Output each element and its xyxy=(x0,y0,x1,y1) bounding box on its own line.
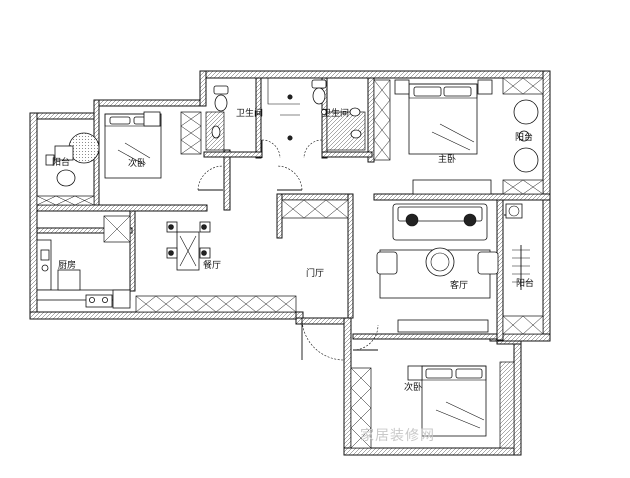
room-label-bedroom-second-top: 次卧 xyxy=(128,157,146,169)
room-label-balcony-living: 阳台 xyxy=(516,277,534,289)
wardrobe-master xyxy=(373,79,391,161)
balcony-railing-bottom xyxy=(499,361,515,449)
room-label-bedroom-second-bottom: 次卧 xyxy=(404,381,422,393)
balcony-living-furniture xyxy=(505,203,530,290)
wardrobe-second-bottom xyxy=(350,367,372,449)
bed-second-top xyxy=(104,111,162,179)
room-label-kitchen: 厨房 xyxy=(58,259,76,271)
bathroom-fixtures xyxy=(211,78,362,141)
room-label-dining: 餐厅 xyxy=(203,259,221,271)
kitchen-fixtures xyxy=(36,239,131,309)
cabinet-balcony-left xyxy=(36,195,95,206)
room-label-master-bedroom: 主卧 xyxy=(438,153,456,165)
room-label-balcony-left: 阳台 xyxy=(52,156,70,168)
room-label-foyer: 门厅 xyxy=(306,267,324,279)
room-label-bathroom-left: 卫生间 xyxy=(236,107,263,119)
doors xyxy=(197,139,522,361)
watermark: 家居装修网 xyxy=(360,427,435,444)
balcony-left-furniture xyxy=(45,132,100,187)
wardrobe-second-top xyxy=(180,111,202,155)
dining-table xyxy=(166,221,211,271)
room-label-living: 客厅 xyxy=(450,279,468,291)
room-label-balcony-master: 阳台 xyxy=(515,131,533,143)
cabinet-corridor xyxy=(281,199,349,219)
master-balcony-chairs xyxy=(513,99,539,173)
cabinet-master-balcony xyxy=(502,77,544,335)
living-sofa xyxy=(376,203,499,333)
bed-second-bottom xyxy=(407,365,487,437)
cabinet-dining xyxy=(103,215,297,313)
bed-master xyxy=(394,79,493,195)
room-label-bathroom-right: 卫生间 xyxy=(322,107,349,119)
